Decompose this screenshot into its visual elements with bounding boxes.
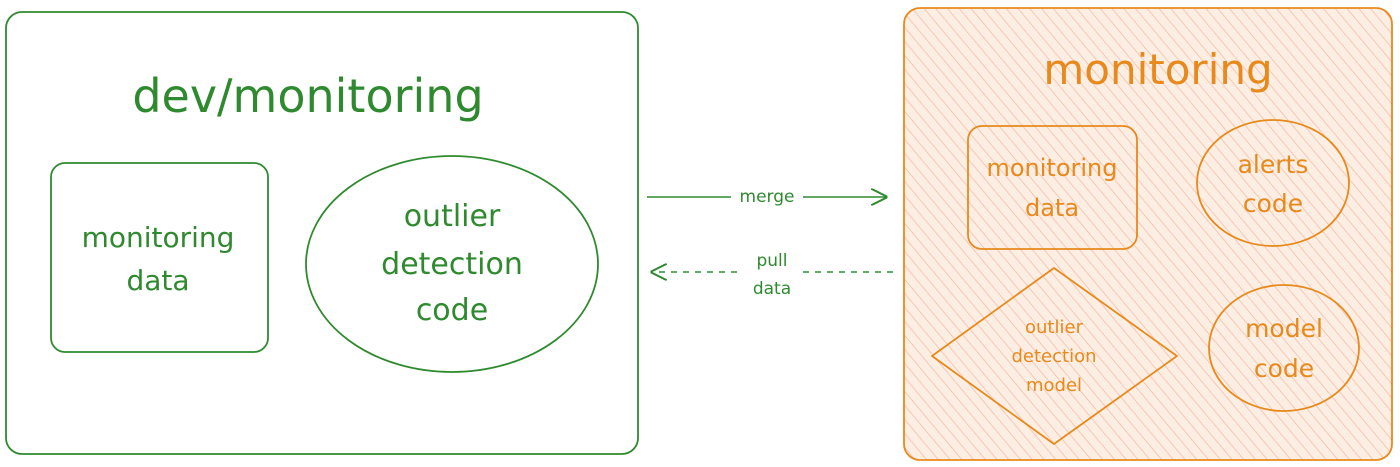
pull-data-arrow: pull data	[652, 248, 893, 300]
model-diamond-label-line1: outlier	[1025, 317, 1084, 338]
dev-code-label-line3: code	[416, 293, 488, 328]
dev-monitoring-environment: dev/monitoring monitoring data outlier d…	[5, 11, 639, 455]
dev-data-box-label-line1: monitoring	[82, 221, 235, 254]
merge-arrow-label: merge	[740, 187, 795, 207]
alerts-code-label-line1: alerts	[1238, 150, 1309, 179]
dev-code-label-line2: detection	[381, 247, 523, 282]
prod-alerts-code-ellipse: alerts code	[1196, 119, 1350, 247]
dev-code-label-line1: outlier	[404, 199, 501, 234]
monitoring-environment-frame	[903, 7, 1393, 461]
dev-data-box-label-line2: data	[126, 264, 189, 297]
prod-monitoring-data-box: monitoring data	[967, 125, 1138, 250]
merge-arrow: merge	[647, 186, 886, 208]
model-code-label-line2: code	[1254, 354, 1314, 383]
prod-model-code-ellipse: model code	[1208, 284, 1360, 412]
model-code-label-line1: model	[1245, 314, 1323, 343]
dev-environment-frame	[5, 11, 639, 455]
monitoring-environment-title: monitoring	[1043, 45, 1272, 94]
prod-outlier-detection-model-diamond: outlier detection model	[931, 267, 1178, 445]
pull-data-label-line1: pull	[756, 251, 787, 271]
dev-monitoring-data-box: monitoring data	[50, 162, 269, 353]
dev-environment-title: dev/monitoring	[132, 69, 483, 123]
prod-data-box-label-line1: monitoring	[986, 154, 1117, 182]
model-diamond-label-line3: model	[1026, 375, 1082, 396]
monitoring-environment: monitoring monitoring data alerts code o…	[903, 7, 1393, 461]
pull-data-label-line2: data	[753, 279, 791, 299]
alerts-code-label-line2: code	[1243, 189, 1303, 218]
dev-outlier-detection-code-ellipse: outlier detection code	[305, 155, 599, 373]
model-diamond-label-line2: detection	[1011, 346, 1096, 367]
prod-data-box-label-line2: data	[1025, 194, 1079, 222]
